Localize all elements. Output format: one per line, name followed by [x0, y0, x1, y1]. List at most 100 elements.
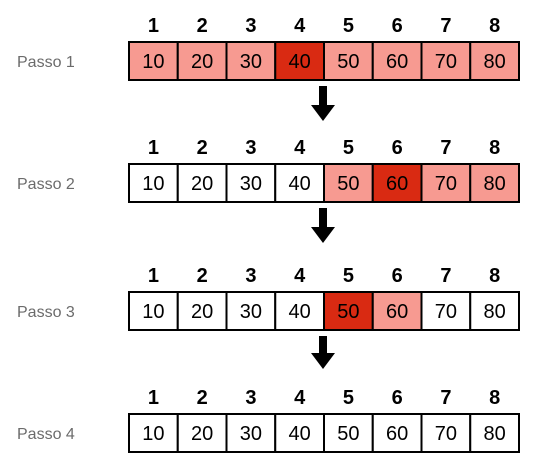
cell-value: 40: [289, 423, 311, 445]
cell-value: 20: [191, 423, 213, 445]
cell-value: 60: [386, 423, 408, 445]
array-cell: [176, 163, 228, 203]
index-label: 5: [343, 137, 354, 159]
cell-value: 10: [142, 423, 164, 445]
index-label: 3: [245, 15, 256, 37]
index-label: 4: [294, 387, 306, 409]
cell-value: 70: [435, 173, 457, 195]
cell-value: 50: [337, 51, 359, 73]
cell-value: 60: [386, 301, 408, 323]
step-label: Passo 3: [17, 304, 75, 321]
array-cell: [128, 291, 179, 331]
cell-value: 40: [289, 301, 311, 323]
array-cell: [469, 163, 520, 203]
index-label: 6: [392, 15, 403, 37]
cell-value: 80: [484, 51, 506, 73]
cell-value: 70: [435, 301, 457, 323]
index-label: 6: [392, 387, 403, 409]
index-label: 1: [148, 387, 159, 409]
index-label: 2: [197, 15, 208, 37]
array-cell: [128, 41, 179, 81]
array-cell: [128, 413, 179, 453]
array-cell: [420, 291, 472, 331]
down-arrow-icon: [311, 336, 335, 369]
cell-value: 80: [484, 173, 506, 195]
arrow-head: [311, 353, 335, 369]
cell-value: 20: [191, 173, 213, 195]
array-cell: [323, 413, 374, 453]
step-label: Passo 1: [17, 54, 75, 71]
index-label: 1: [148, 265, 159, 287]
index-label: 2: [197, 265, 208, 287]
cell-value: 10: [142, 51, 164, 73]
index-label: 6: [392, 137, 403, 159]
step-row-1: Passo 1 1 2 3 4 5 6 7 8 10 20 30 40 50 60 70 80: [17, 15, 520, 81]
index-label: 4: [294, 15, 306, 37]
step-label: Passo 4: [17, 426, 75, 443]
index-label: 7: [440, 137, 451, 159]
array-cell: [274, 163, 325, 203]
index-label: 8: [489, 137, 500, 159]
down-arrow-icon: [311, 208, 335, 243]
index-label: 4: [294, 265, 306, 287]
index-label: 7: [440, 265, 451, 287]
cell-value: 70: [435, 51, 457, 73]
array-cell: [420, 413, 472, 453]
arrow-shaft: [319, 336, 327, 353]
cell-value: 60: [386, 51, 408, 73]
cell-value: 80: [484, 423, 506, 445]
index-label: 8: [489, 15, 500, 37]
cell-value: 50: [337, 301, 359, 323]
index-label: 5: [343, 265, 354, 287]
index-label: 3: [245, 265, 256, 287]
index-label: 5: [343, 15, 354, 37]
arrow-shaft: [319, 208, 327, 227]
array-cell: [371, 163, 423, 203]
cell-value: 30: [240, 51, 262, 73]
array-cell: [323, 163, 374, 203]
array-cell: [176, 41, 228, 81]
arrow-head: [311, 105, 335, 121]
array-cell: [420, 41, 472, 81]
cell-value: 70: [435, 423, 457, 445]
array-cell: [128, 163, 179, 203]
index-label: 8: [489, 265, 500, 287]
index-label: 5: [343, 387, 354, 409]
array-cell: [323, 41, 374, 81]
index-label: 1: [148, 15, 159, 37]
array-cell: [274, 413, 325, 453]
array-cell: [225, 291, 277, 331]
cell-value: 30: [240, 173, 262, 195]
index-label: 7: [440, 387, 451, 409]
array-cell: [274, 291, 325, 331]
cell-value: 10: [142, 301, 164, 323]
index-label: 1: [148, 137, 159, 159]
array-cell: [323, 291, 374, 331]
index-label: 3: [245, 137, 256, 159]
cell-value: 30: [240, 423, 262, 445]
arrow-head: [311, 227, 335, 243]
step-label: Passo 2: [17, 176, 75, 193]
array-cell: [469, 41, 520, 81]
cell-value: 20: [191, 51, 213, 73]
cell-value: 40: [289, 51, 311, 73]
index-label: 2: [197, 137, 208, 159]
index-label: 3: [245, 387, 256, 409]
index-label: 8: [489, 387, 500, 409]
down-arrow-icon: [311, 86, 335, 121]
cell-value: 10: [142, 173, 164, 195]
cell-value: 50: [337, 173, 359, 195]
cell-value: 80: [484, 301, 506, 323]
array-cell: [469, 413, 520, 453]
cell-value: 30: [240, 301, 262, 323]
index-label: 7: [440, 15, 451, 37]
arrow-shaft: [319, 86, 327, 105]
cell-value: 40: [289, 173, 311, 195]
index-label: 6: [392, 265, 403, 287]
array-cell: [225, 413, 277, 453]
array-cell: [225, 41, 277, 81]
